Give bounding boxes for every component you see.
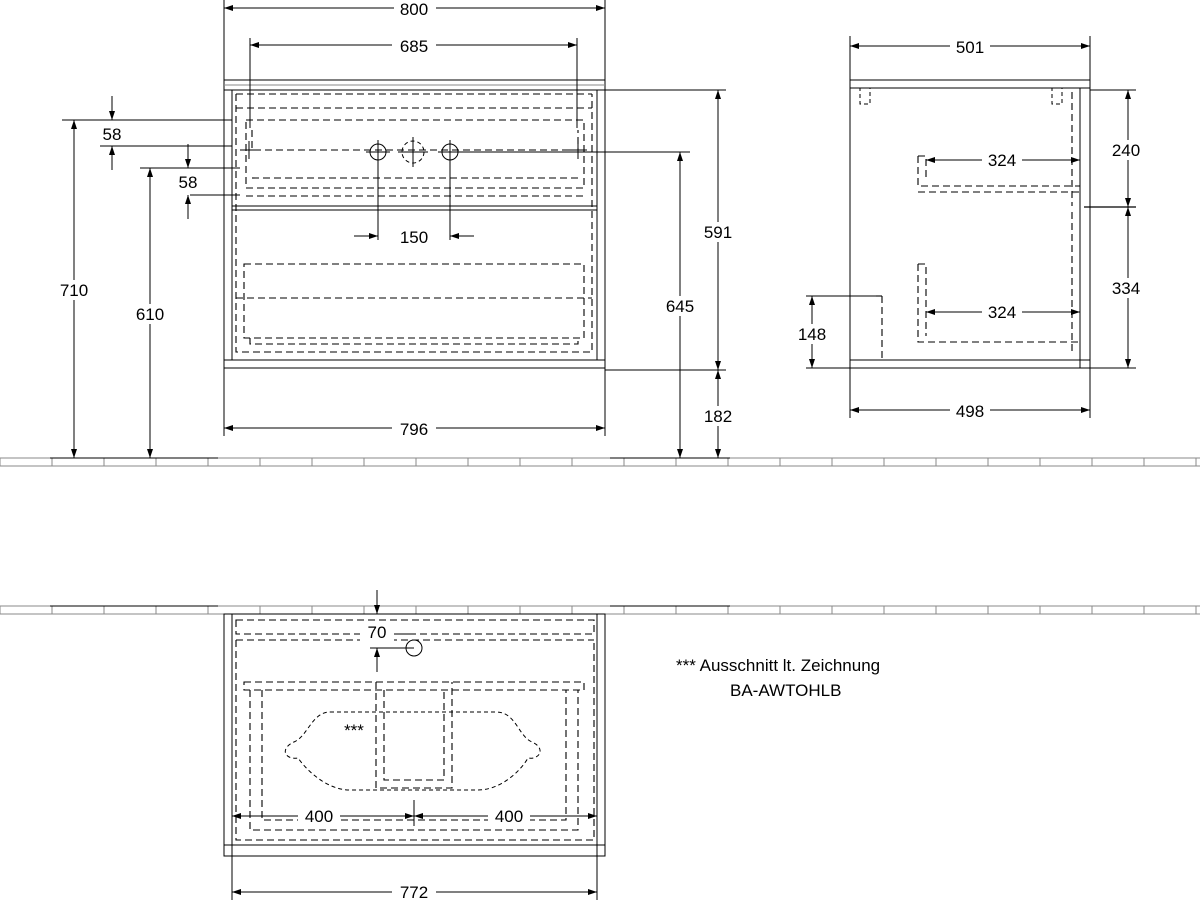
dim-lower-inner-depth: 324 (988, 303, 1016, 322)
tap-hole-left-icon (366, 140, 390, 164)
dim-line-70 (374, 590, 380, 672)
dim-floor-clearance: 182 (704, 407, 732, 426)
tap-hole-right-icon (438, 140, 462, 164)
dim-floor-to-top: 645 (666, 297, 694, 316)
dim-upper-inner-depth: 324 (988, 151, 1016, 170)
dim-right-half: 400 (495, 807, 523, 826)
cutout-marker: *** (344, 721, 364, 740)
note-line-2: BA-AWTOHLB (730, 681, 841, 700)
floor-line-upper (0, 457, 1200, 467)
front-cabinet-body (223, 89, 606, 369)
dim-front-width-handles: 685 (400, 37, 428, 56)
dim-front-58-lower: 58 (179, 173, 198, 192)
tap-hole-center-icon (398, 137, 428, 167)
dim-line-150 (354, 233, 474, 239)
dim-front-width-bottom: 796 (400, 420, 428, 439)
dim-body-height: 591 (704, 223, 732, 242)
side-cabinet-body (849, 87, 1091, 369)
dim-lower-drawer-height: 334 (1112, 279, 1140, 298)
front-view (62, 0, 726, 436)
wall-bracket-right-icon (569, 141, 587, 159)
floor-line-lower (0, 605, 1200, 615)
plan-view (223, 613, 606, 900)
plan-cabinet-outline (223, 613, 606, 857)
dimension-labels: 800 685 796 58 58 150 710 610 591 645 18… (54, 0, 1148, 902)
side-worktop (849, 79, 1091, 89)
cutout-note: *** Ausschnitt lt. Zeichnung BA-AWTOHLB (676, 656, 880, 700)
dim-siphon-height: 148 (798, 325, 826, 344)
dim-left-half: 400 (305, 807, 333, 826)
dim-line-58-lower (185, 144, 191, 219)
dim-line-58-upper (109, 96, 115, 170)
dim-front-58-upper: 58 (103, 125, 122, 144)
dim-drain-offset: 70 (368, 623, 387, 642)
dim-total-height: 710 (60, 281, 88, 300)
dim-side-depth-bottom: 498 (956, 402, 984, 421)
dimension-lines (71, 5, 1131, 895)
side-view (806, 36, 1136, 418)
note-line-1: *** Ausschnitt lt. Zeichnung (676, 656, 880, 675)
dim-hole-spacing: 150 (400, 228, 428, 247)
dim-inner-width: 772 (400, 883, 428, 902)
dim-front-width-top: 800 (400, 0, 428, 19)
dim-side-depth-top: 501 (956, 38, 984, 57)
dim-upper-drawer-height: 240 (1112, 141, 1140, 160)
basin-cutout (284, 711, 541, 791)
wall-bracket-left-icon (240, 141, 258, 159)
dim-top-height: 610 (136, 305, 164, 324)
